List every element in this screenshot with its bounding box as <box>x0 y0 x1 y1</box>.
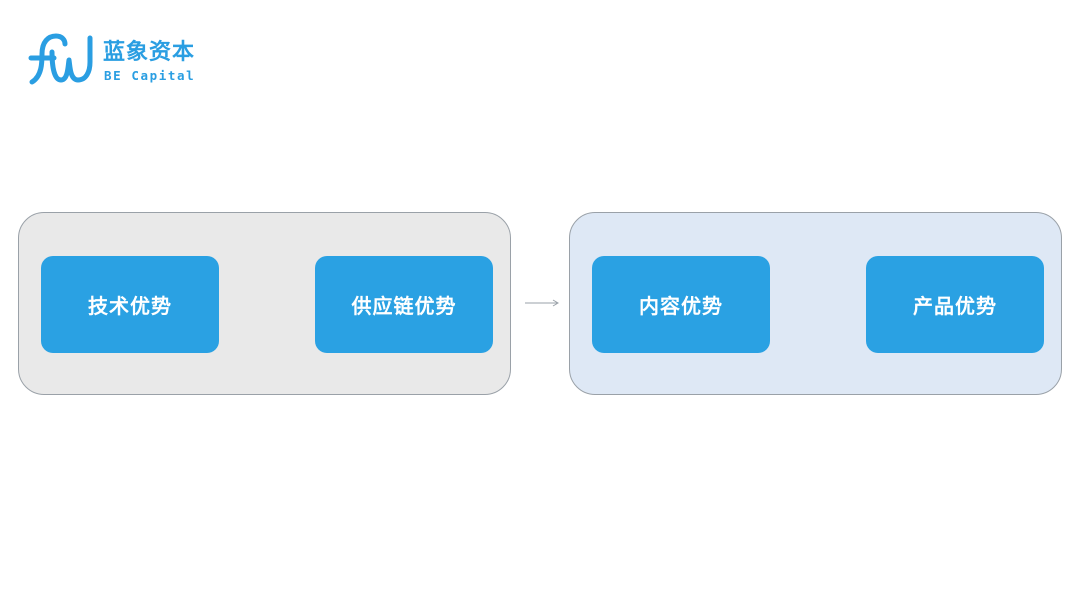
company-logo: 蓝象资本 BE Capital <box>28 32 228 88</box>
node-tech-advantage: 技术优势 <box>41 256 219 353</box>
logo-english-name: BE Capital <box>104 68 196 83</box>
logo-mark-icon <box>28 33 93 85</box>
logo-chinese-name: 蓝象资本 <box>103 40 196 65</box>
node-supply-chain-advantage: 供应链优势 <box>315 256 493 353</box>
arrow-right-icon <box>525 299 559 307</box>
advantage-group-left: 技术优势 供应链优势 <box>18 212 511 395</box>
advantage-group-right: 内容优势 产品优势 <box>569 212 1062 395</box>
node-product-advantage: 产品优势 <box>866 256 1044 353</box>
node-content-advantage: 内容优势 <box>592 256 770 353</box>
